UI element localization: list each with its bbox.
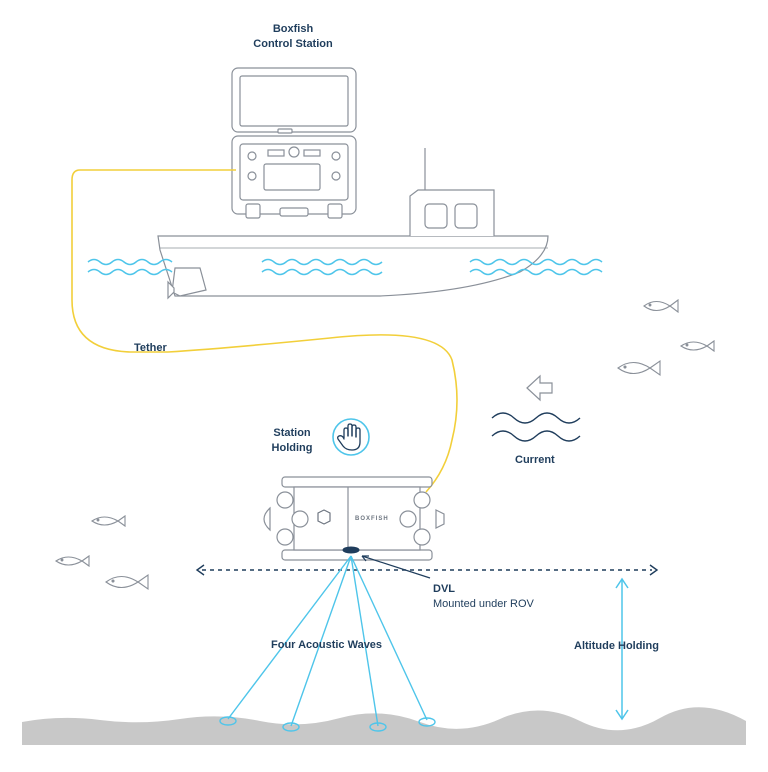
boat-hull <box>157 235 549 297</box>
acoustic-waves-label: Four Acoustic Waves <box>271 639 383 651</box>
fish-icon <box>617 359 661 377</box>
dvl-pointer <box>361 555 431 579</box>
seafloor <box>22 707 746 745</box>
altitude-holding-label: Altitude Holding <box>574 640 659 652</box>
fish-icon <box>643 298 679 314</box>
boat-propeller <box>167 280 175 300</box>
rov-logo-mark <box>317 509 331 525</box>
tether-cable <box>71 169 458 493</box>
rov-thruster <box>276 491 294 509</box>
rov-body <box>293 486 421 551</box>
boat <box>157 148 549 300</box>
station-holding-ring <box>332 418 370 456</box>
station-holding-label-line2: Holding <box>271 442 313 454</box>
acoustic-footprint <box>418 717 436 727</box>
rov-light <box>435 509 445 529</box>
rov-camera-dome <box>263 506 271 532</box>
dvl-label: DVL <box>433 583 455 595</box>
fish-icon <box>105 573 149 591</box>
arrow-right-icon <box>649 564 659 576</box>
acoustic-beams <box>219 555 436 732</box>
fish-icon <box>55 554 90 568</box>
control-station-title: Boxfish Control Station <box>238 22 348 52</box>
rov-brand-text: BOXFISH <box>355 516 389 522</box>
fish-icon <box>91 514 126 528</box>
boat-window <box>424 203 448 229</box>
arrow-left-icon <box>526 374 553 402</box>
tether-label: Tether <box>134 342 167 354</box>
case-panel-screen <box>263 163 321 191</box>
rov-thruster <box>413 528 431 546</box>
rov <box>263 476 445 561</box>
acoustic-footprint <box>282 722 300 732</box>
control-station-title-line1: Boxfish <box>272 23 314 35</box>
altitude-arrow <box>615 577 629 721</box>
station-holding-label-line1: Station <box>273 427 311 439</box>
boat-cabin <box>409 189 495 236</box>
control-station-title-line2: Control Station <box>253 38 333 50</box>
current-label: Current <box>515 454 555 466</box>
dvl-sublabel: Mounted under ROV <box>433 598 534 610</box>
current-waves <box>491 412 581 442</box>
case-screen <box>239 75 349 127</box>
arrow-left-icon <box>195 564 205 576</box>
station-holding-label: Station Holding <box>262 426 322 456</box>
control-station <box>231 67 357 219</box>
boat-window <box>454 203 478 229</box>
hand-stop-icon <box>337 423 361 451</box>
fish-group <box>55 298 715 591</box>
surface-waves <box>87 258 603 276</box>
acoustic-footprint <box>369 722 387 732</box>
dvl-sensor <box>342 546 360 554</box>
rov-thruster <box>413 491 431 509</box>
rov-frame-top <box>281 476 433 488</box>
fish-icon <box>680 339 715 353</box>
acoustic-footprint <box>219 716 237 726</box>
rov-thruster <box>276 528 294 546</box>
